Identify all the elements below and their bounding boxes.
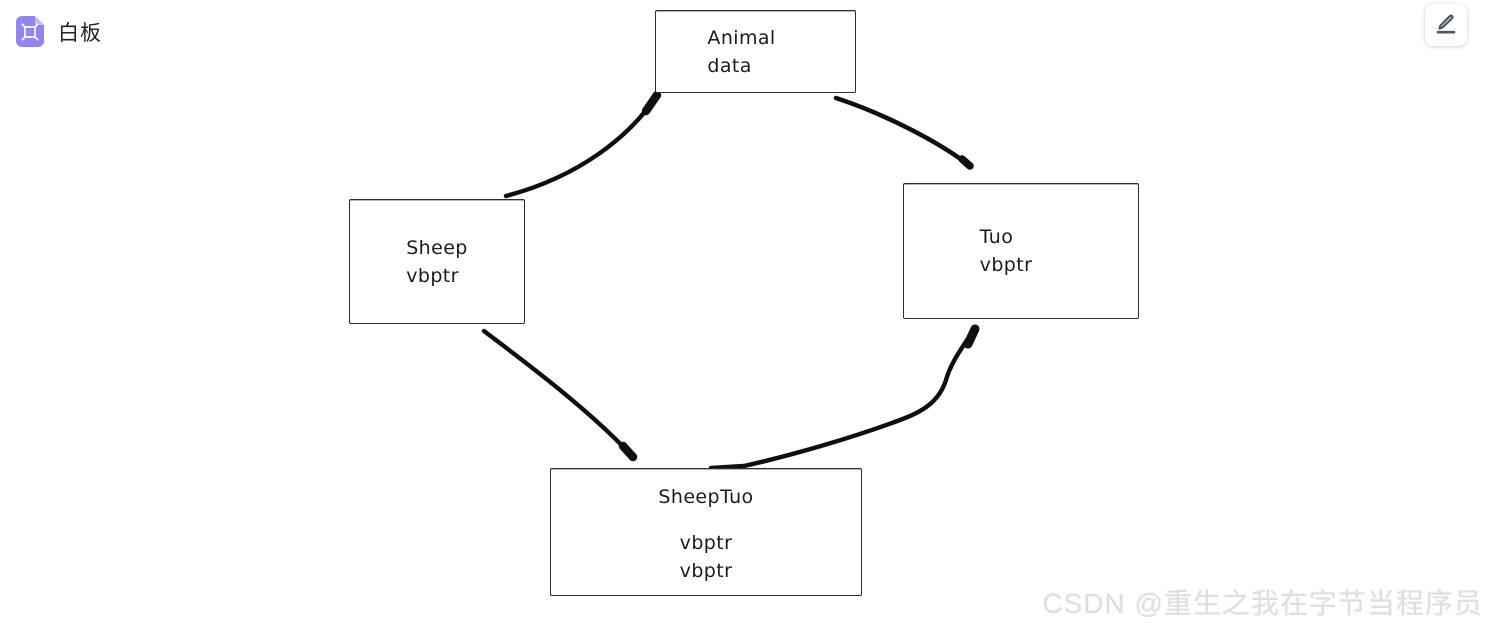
node-tuo-line-2: vbptr bbox=[979, 254, 1033, 276]
node-animal-line-1: Animal bbox=[707, 26, 776, 49]
node-sheeptuo[interactable]: SheepTuo vbptr vbptr bbox=[550, 468, 862, 596]
node-tuo-line-1: Tuo bbox=[979, 226, 1014, 248]
pencil-edit-icon bbox=[1433, 11, 1459, 40]
edge-animal-sheep-thick-end bbox=[641, 90, 662, 116]
node-sheeptuo-title: SheepTuo bbox=[658, 486, 754, 508]
doc-icon-folded-corner bbox=[35, 16, 44, 25]
node-sheep-line-2: vbptr bbox=[406, 264, 459, 287]
node-animal-line-2: data bbox=[707, 54, 752, 77]
node-sheeptuo-line-1: vbptr bbox=[679, 532, 733, 554]
edge-tuo-sheeptuo-thick-end bbox=[963, 324, 980, 349]
csdn-watermark: CSDN @重生之我在字节当程序员 bbox=[1042, 588, 1483, 619]
whiteboard-doc-icon bbox=[16, 16, 44, 47]
edge-tuo-sheeptuo[interactable] bbox=[708, 325, 978, 471]
node-sheep[interactable]: Sheep vbptr bbox=[349, 199, 525, 324]
edge-sheep-sheeptuo-thick-end bbox=[618, 441, 638, 462]
node-sheeptuo-line-2: vbptr bbox=[679, 560, 733, 582]
edge-animal-tuo[interactable] bbox=[833, 95, 973, 169]
node-sheep-line-1: Sheep bbox=[406, 236, 468, 259]
edit-button[interactable] bbox=[1425, 4, 1467, 46]
edge-sheep-sheeptuo[interactable] bbox=[481, 328, 636, 460]
app-header: 白板 bbox=[16, 16, 102, 47]
edge-animal-tuo-thick-end bbox=[958, 155, 974, 170]
page-title: 白板 bbox=[58, 21, 102, 45]
node-animal[interactable]: Animal data bbox=[655, 10, 856, 93]
node-tuo[interactable]: Tuo vbptr bbox=[903, 183, 1139, 319]
edge-animal-sheep[interactable] bbox=[503, 92, 660, 199]
